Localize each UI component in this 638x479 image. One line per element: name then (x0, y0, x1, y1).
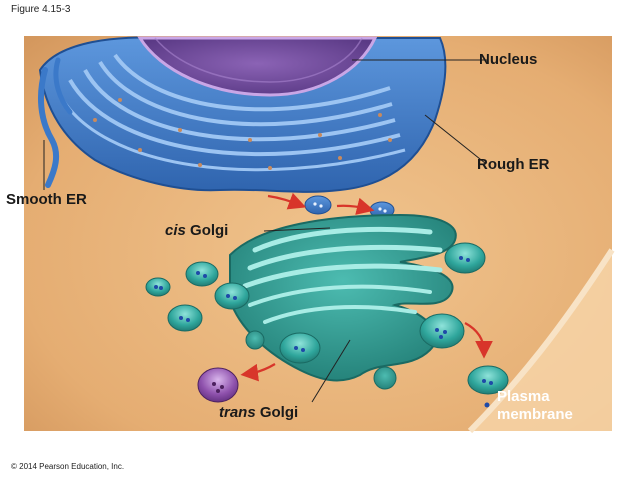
label-plasma-membrane: Plasma membrane (497, 388, 573, 424)
er-vesicles (304, 195, 395, 219)
label-plasma-membrane-line1: Plasma (497, 388, 550, 405)
label-trans-golgi: trans Golgi (219, 404, 298, 422)
rough-er-shape (38, 36, 447, 193)
label-smooth-er: Smooth ER (6, 191, 87, 208)
label-cis-golgi-prefix: cis (165, 222, 186, 239)
leader-lines (43, 59, 488, 403)
label-cis-golgi-suffix: Golgi (185, 222, 229, 239)
label-trans-golgi-prefix: trans (219, 404, 256, 421)
label-trans-golgi-suffix: Golgi (255, 404, 299, 421)
transport-vesicles (145, 242, 509, 408)
label-cis-golgi: cis Golgi (165, 222, 228, 240)
label-plasma-membrane-line2: membrane (497, 406, 573, 423)
figure-number: Figure 4.15-3 (11, 4, 71, 15)
copyright-notice: © 2014 Pearson Education, Inc. (11, 462, 125, 471)
flow-arrows (240, 192, 493, 382)
label-nucleus: Nucleus (479, 51, 538, 68)
label-rough-er: Rough ER (477, 156, 550, 173)
